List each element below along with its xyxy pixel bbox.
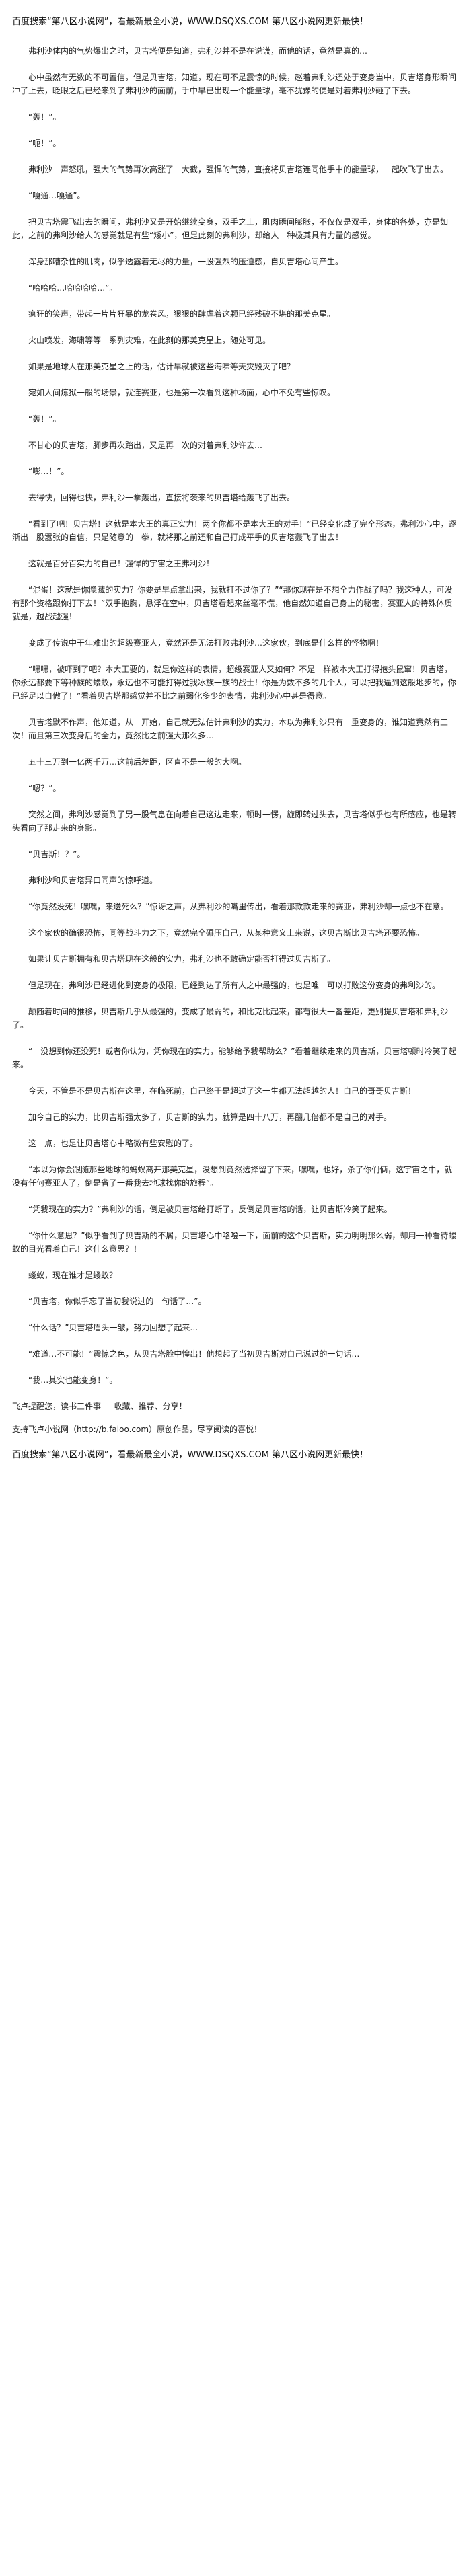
footer-note: 飞卢提醒您，读书三件事 － 收藏、推荐、分享！ [12, 1402, 187, 1411]
paragraph: 把贝吉塔震飞出去的瞬间，弗利沙又是开始继续变身，双手之上，肌肉瞬间膨胀，不仅仅是… [12, 217, 449, 240]
paragraph: 突然之间，弗利沙感觉到了另一股气息在向着自己这边走来，顿时一愣，旋即转过头去，贝… [12, 810, 457, 833]
paragraph: “凭我现在的实力？”弗利沙的话，倒是被贝吉塔给打断了，反倒是贝吉塔的话，让贝吉斯… [28, 1205, 392, 1214]
paragraph: “嘎通…嘎通”。 [28, 191, 85, 200]
paragraph: 弗利沙体内的气势爆出之时，贝吉塔便是知道，弗利沙并不是在说谎，而他的话，竟然是真… [28, 46, 368, 56]
paragraph: “混蛋！这就是你隐藏的实力？你要是早点拿出来，我就打不过你了？”“那你现在是不想… [12, 585, 453, 621]
footer-promo: 支持飞卢小说网（http://b.faloo.com）原创作品，尽享阅读的喜悦！ [12, 1425, 262, 1434]
paragraph: 颠随着时间的推移，贝吉斯几乎从最强的，变成了最弱的，和比克比起来，都有很大一番差… [12, 1007, 449, 1030]
paragraph: 加今自己的实力，比贝吉斯强太多了，贝吉斯的实力，就算是四十八万，再翻几倍都不是自… [28, 1112, 392, 1122]
paragraph: 五十三万到一亿两千万…这前后差距，区直不是一般的大啊。 [28, 757, 247, 767]
paragraph: “嗯？”。 [28, 784, 61, 793]
paragraph: 浑身那嘈杂性的肌肉，似乎透露着无尽的力量，一股强烈的压迫感，自贝吉塔心间产生。 [28, 257, 344, 266]
paragraph: 宛如人间炼狱一般的场景，就连赛亚，也是第一次看到这种场面，心中不免有些惊叹。 [28, 388, 336, 397]
paragraph: 贝吉塔默不作声，他知道，从一开始，自己就无法估计弗利沙的实力，本以为弗利沙只有一… [12, 718, 449, 741]
paragraph: “嘭…！”。 [28, 467, 69, 476]
top-banner: 百度搜索“第八区小说网”，看最新最全小说，WWW.DSQXS.COM 第八区小说… [12, 17, 369, 27]
paragraph: 蝼蚁，现在谁才是蝼蚁？ [28, 1271, 118, 1280]
paragraph: “本以为你会跟随那些地球的蚂蚁离开那美克星，没想到竟然选择留了下来，嘿嘿，也好，… [12, 1165, 453, 1188]
paragraph: “轰！”。 [28, 112, 61, 122]
paragraph: 不甘心的贝吉塔，脚步再次踏出，又是再一次的对着弗利沙许去… [28, 441, 263, 450]
paragraph: 这一点，也是让贝吉塔心中略微有些安慰的了。 [28, 1139, 198, 1148]
paragraph: 这个家伙的确很恐怖，同等战斗力之下，竟然完全碾压自己，从某种意义上来说，这贝吉斯… [28, 928, 425, 938]
paragraph: “你什么意思？”似乎看到了贝吉斯的不屑，贝吉塔心中咯噔一下，面前的这个贝吉斯，实… [12, 1231, 457, 1254]
paragraph: 疯狂的笑声，带起一片片狂暴的龙卷风，狠狠的肆虐着这颗已经残破不堪的那美克星。 [28, 309, 336, 319]
paragraph: “你竟然没死！嘿嘿，来送死么？”惊讶之声，从弗利沙的嘴里传出，看着那款款走来的赛… [28, 902, 449, 911]
paragraph: “看到了吧！贝吉塔！这就是本大王的真正实力！两个你都不是本大王的对手！”已经变化… [12, 519, 457, 542]
paragraph: 火山喷发，海啸等等一系列灾难，在此刻的那美克星上，随处可见。 [28, 336, 271, 345]
paragraph: “难道…不可能！”震惊之色，从贝吉塔脸中惶出！他想起了当初贝吉斯对自己说过的一句… [28, 1349, 360, 1359]
paragraph: “一没想到你还没死！或者你认为，凭你现在的实力，能够给予我帮助么？”看着继续走来… [12, 1047, 457, 1069]
paragraph: “哈哈哈…哈哈哈哈…”。 [28, 283, 118, 293]
paragraph: “轰！”。 [28, 414, 61, 424]
paragraph: “贝吉斯！？”。 [28, 849, 85, 859]
chapter-content: 弗利沙体内的气势爆出之时，贝吉塔便是知道，弗利沙并不是在说谎，而他的话，竟然是真… [12, 44, 459, 1387]
paragraph: 如果让贝吉斯拥有和贝吉塔现在这般的实力，弗利沙也不敢确定能否打得过贝吉斯了。 [28, 954, 336, 964]
paragraph: 心中虽然有无数的不可置信，但是贝吉塔，知道，现在可不是震惊的时候，赵着弗利沙还处… [12, 73, 457, 96]
paragraph: 但是现在，弗利沙已经进化到变身的极限，已经到达了所有人之中最强的，也是唯一可以打… [28, 981, 441, 990]
paragraph: 这就是百分百实力的自己！强悍的宇宙之王弗利沙！ [28, 559, 215, 568]
paragraph: “贝吉塔，你似乎忘了当初我说过的一句话了…”。 [28, 1297, 207, 1306]
paragraph: “呃！”。 [28, 139, 61, 148]
paragraph: “什么话？”贝吉塔眉头一皱，努力回想了起来… [28, 1323, 198, 1332]
paragraph: 今天，不管是不是贝吉斯在这里，在临死前，自己终于是超过了这一生都无法超越的人！自… [28, 1086, 416, 1096]
paragraph: “我…其实也能变身！”。 [28, 1375, 118, 1385]
bottom-banner: 百度搜索“第八区小说网”，看最新最全小说，WWW.DSQXS.COM 第八区小说… [12, 1450, 369, 1460]
paragraph: 如果是地球人在那美克星之上的话，估计早就被这些海啸等天灾毁灭了吧？ [28, 362, 295, 371]
paragraph: 去得快，回得也快，弗利沙一拳轰出，直接将袭来的贝吉塔给轰飞了出去。 [28, 493, 295, 502]
paragraph: 弗利沙和贝吉塔异口同声的惊呼道。 [28, 876, 158, 885]
paragraph: “嘿嘿，被吓到了吧？本大王要的，就是你这样的表情，超级赛亚人又如何？不是一样被本… [12, 665, 457, 701]
paragraph: 弗利沙一声怒吼，强大的气势再次高涨了一大截，强悍的气势，直接将贝吉塔连同他手中的… [28, 165, 449, 174]
paragraph: 变成了传说中干年难出的超级赛亚人，竟然还是无法打败弗利沙…这家伙，到底是什么样的… [28, 638, 384, 648]
